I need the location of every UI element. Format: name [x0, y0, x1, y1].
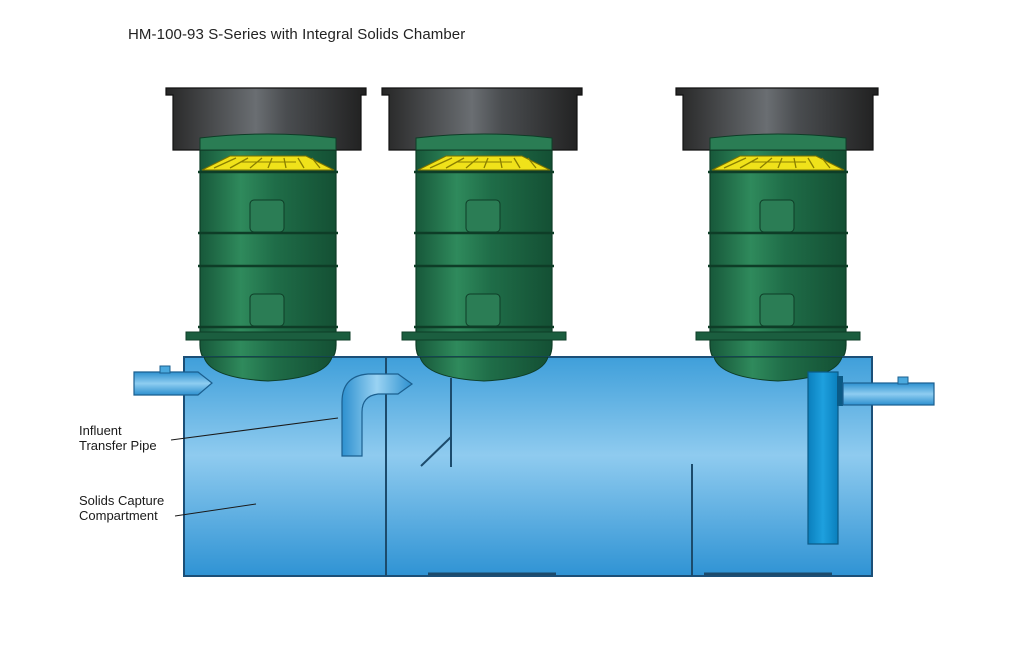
diagram-title: HM-100-93 S-Series with Integral Solids …: [128, 26, 466, 43]
callout-solids-capture-compartment: Solids Capture Compartment: [79, 493, 164, 523]
riser-cover-icon: [165, 87, 367, 151]
riser-left: [165, 87, 367, 382]
riser-cover-icon: [381, 87, 583, 151]
callout-line-2: Transfer Pipe: [79, 438, 157, 453]
outlet-assembly: [807, 371, 935, 545]
filter-cartridge-icon: [201, 155, 335, 171]
filter-cartridge-icon: [417, 155, 551, 171]
riser-center: [381, 87, 583, 382]
callout-line-1: Influent: [79, 423, 122, 438]
riser-cover-icon: [675, 87, 879, 151]
filter-cartridge-icon: [711, 155, 845, 171]
callout-influent-transfer-pipe: Influent Transfer Pipe: [79, 423, 157, 453]
influent-transfer-pipe: [341, 373, 414, 457]
riser-right: [675, 87, 879, 382]
callout-line-2: Compartment: [79, 508, 158, 523]
inlet-pipe: [133, 365, 213, 396]
leader-line-solids: [174, 503, 257, 517]
leader-line-influent: [170, 417, 339, 441]
tank-body: [183, 356, 873, 577]
callout-line-1: Solids Capture: [79, 493, 165, 508]
